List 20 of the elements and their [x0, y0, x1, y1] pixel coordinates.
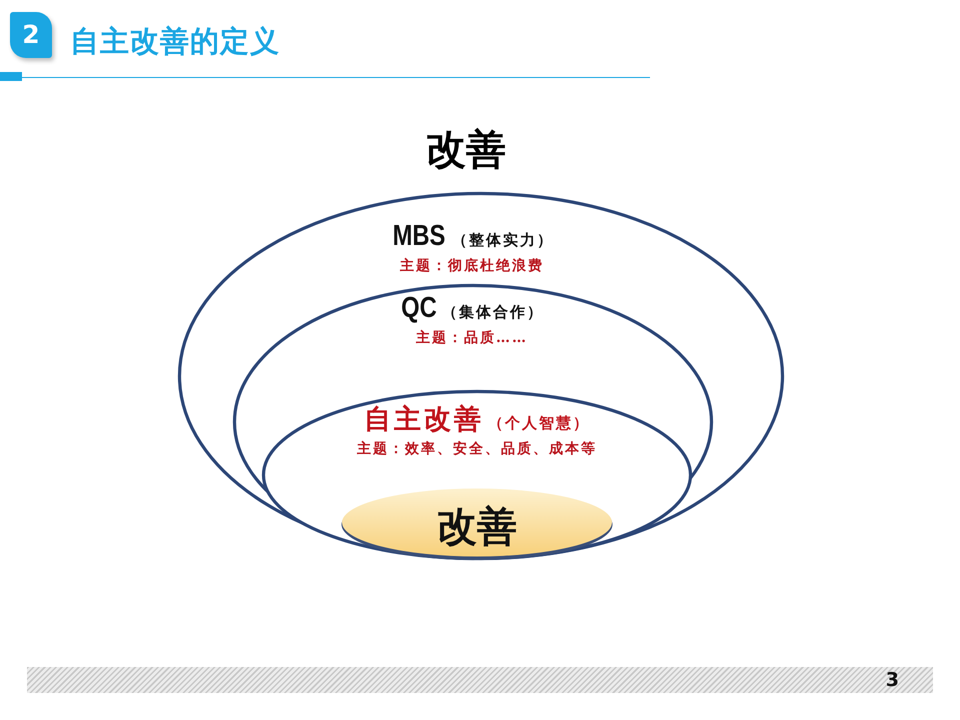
page-number: 3 — [886, 669, 899, 691]
outer-ellipse — [178, 192, 784, 560]
page-title: 自主改善的定义 — [70, 23, 280, 60]
region-title: MBS — [392, 220, 446, 253]
region-theme: 主题：彻底杜绝浪费 — [400, 257, 544, 275]
core-ellipse — [341, 488, 613, 560]
section-number: 2 — [21, 20, 41, 49]
region-title: QC — [401, 292, 437, 325]
region-theme: 主题：效率、安全、品质、成本等 — [357, 440, 597, 458]
region-subtitle: （个人智慧） — [488, 414, 590, 433]
region-theme: 主题：品质…… — [416, 329, 528, 347]
region-subtitle: （整体实力） — [452, 231, 554, 250]
region-title: 自主改善 — [364, 403, 484, 437]
section-badge — [10, 12, 52, 58]
footer-band — [27, 667, 933, 693]
middle-ellipse — [233, 284, 713, 560]
inner-ellipse — [262, 390, 692, 560]
core-label: 改善 — [437, 503, 517, 552]
diagram-heading: 改善 — [426, 126, 506, 175]
region-subtitle: （集体合作） — [442, 303, 544, 322]
